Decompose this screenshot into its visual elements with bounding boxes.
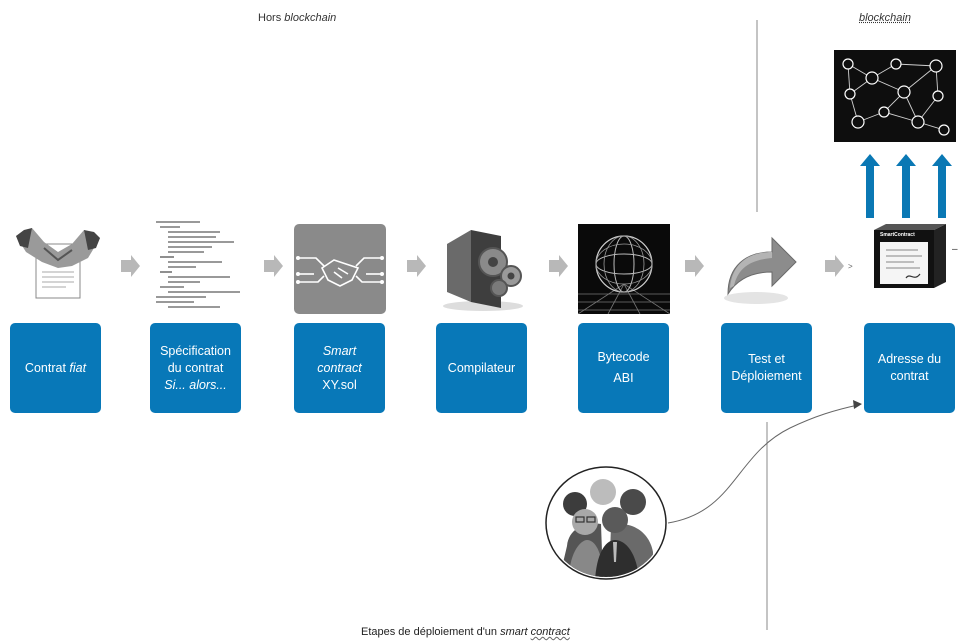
circuit-handshake-icon: [294, 224, 386, 314]
svg-text:>: >: [848, 262, 853, 271]
step-test-deploiement: Test et Déploiement: [721, 323, 812, 413]
up-arrow-3: [932, 154, 952, 218]
offchain-header: Hors blockchain: [258, 12, 337, 24]
chevron-3: [407, 255, 426, 277]
bytecode-sphere-icon: [578, 224, 670, 314]
blockchain-network-icon: [834, 50, 956, 142]
people-group-icon: [545, 466, 667, 580]
svg-text:–: –: [952, 244, 958, 255]
onchain-header: blockchain: [859, 12, 911, 24]
chevron-6: [825, 255, 844, 277]
up-arrow-2: [896, 154, 916, 218]
step-smart-contract: Smart contract XY.sol: [294, 323, 385, 413]
step-compilateur: Compilateur: [436, 323, 527, 413]
smartcontract-box-label: SmartContract: [880, 232, 915, 238]
deploy-arrow-icon: [724, 236, 797, 304]
chevron-2: [264, 255, 283, 277]
compiler-gears-icon: [443, 230, 523, 311]
step-contrat-fiat: Contrat fiat: [10, 323, 101, 413]
figure-caption: Etapes de déploiement d'un smart contrac…: [361, 626, 570, 638]
handshake-document-icon: [16, 228, 100, 299]
chevron-4: [549, 255, 568, 277]
step-specification: Spécification du contrat Si... alors...: [150, 323, 241, 413]
code-listing-icon: [156, 221, 240, 308]
chevron-1: [121, 255, 140, 277]
step-adresse-contrat: Adresse du contrat: [864, 323, 955, 413]
smartcontract-cube-icon: > –: [848, 224, 958, 288]
up-arrow-1: [860, 154, 880, 218]
step-bytecode-abi: Bytecode ABI: [578, 323, 669, 413]
upload-arrows: [860, 154, 952, 218]
chevron-5: [685, 255, 704, 277]
